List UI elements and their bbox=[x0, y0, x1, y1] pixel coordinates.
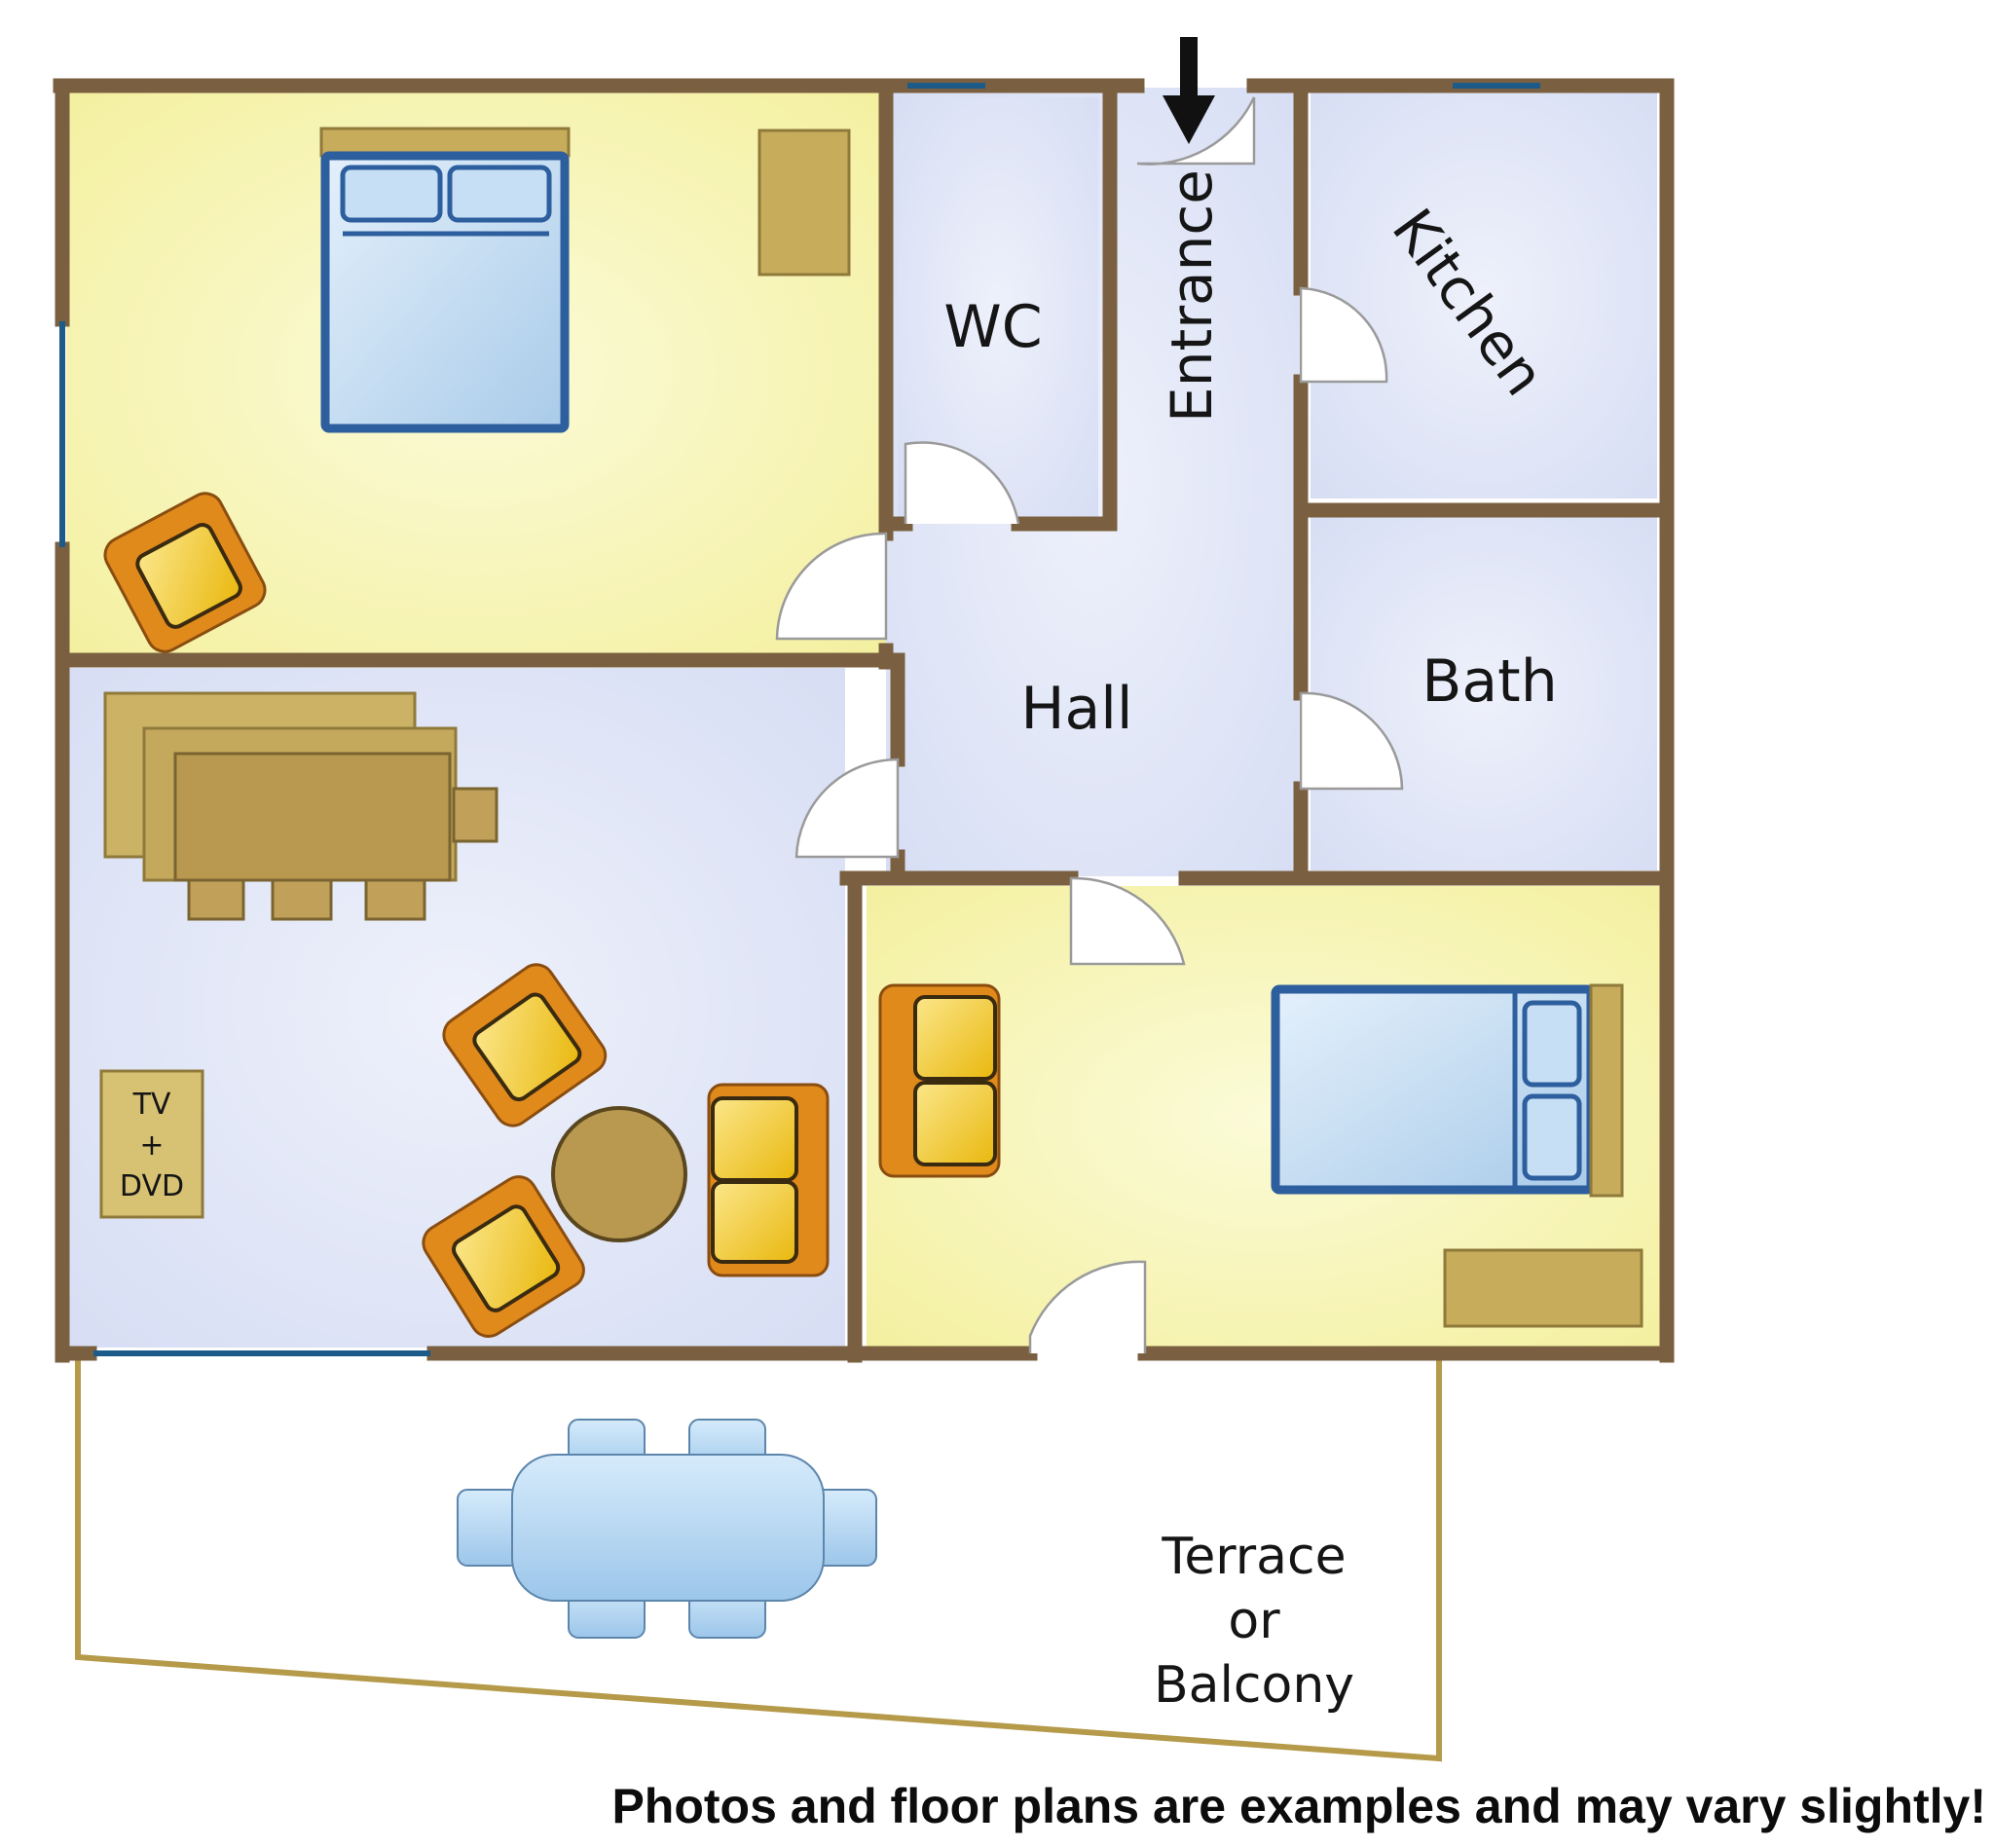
terrace-table bbox=[457, 1419, 877, 1639]
tv-plus-label: + bbox=[139, 1128, 164, 1163]
bedroom-1-door bbox=[775, 532, 888, 641]
terrace-door bbox=[1028, 1260, 1147, 1353]
coffee-table bbox=[551, 1106, 687, 1242]
kitchen-floor bbox=[1311, 88, 1657, 499]
tv-label: TV bbox=[132, 1088, 171, 1122]
disclaimer-text: Photos and floor plans are examples and … bbox=[611, 1779, 1986, 1833]
sofa-bedroom-2 bbox=[878, 983, 1001, 1178]
armchair-living-top bbox=[442, 963, 608, 1127]
wardrobe-2 bbox=[1443, 1248, 1643, 1328]
wardrobe-1 bbox=[757, 129, 851, 277]
wc-label: WC bbox=[943, 293, 1042, 361]
entrance-arrow-icon bbox=[1163, 37, 1215, 144]
dvd-label: DVD bbox=[120, 1169, 184, 1203]
terrace-label-line-3: Balcony bbox=[1154, 1656, 1354, 1715]
windows bbox=[59, 83, 1540, 1356]
tv-dvd-unit: TV + DVD bbox=[99, 1069, 204, 1219]
hall-label: Hall bbox=[1020, 675, 1132, 743]
kitchen-door bbox=[1299, 286, 1388, 384]
terrace-label-line-1: Terrace bbox=[1161, 1528, 1346, 1586]
entrance-door bbox=[1136, 96, 1256, 166]
armchair-bedroom-1 bbox=[103, 492, 267, 653]
armchair-living-bottom bbox=[422, 1175, 585, 1338]
bath-floor bbox=[1311, 512, 1657, 870]
dining-table bbox=[173, 752, 498, 921]
bath-label: Bath bbox=[1422, 647, 1557, 716]
sofa-living bbox=[707, 1083, 830, 1277]
entrance-label: Entrance bbox=[1159, 169, 1225, 423]
double-bed-2 bbox=[1271, 983, 1624, 1198]
wc-door bbox=[904, 441, 1020, 525]
bath-door bbox=[1299, 691, 1404, 791]
terrace-label-line-2: or bbox=[1228, 1592, 1280, 1650]
doors bbox=[775, 96, 1404, 1353]
double-bed-1 bbox=[319, 127, 571, 433]
bedroom-2-door bbox=[1069, 876, 1186, 966]
terrace-outline bbox=[75, 1359, 1442, 1762]
living-door bbox=[794, 758, 900, 859]
